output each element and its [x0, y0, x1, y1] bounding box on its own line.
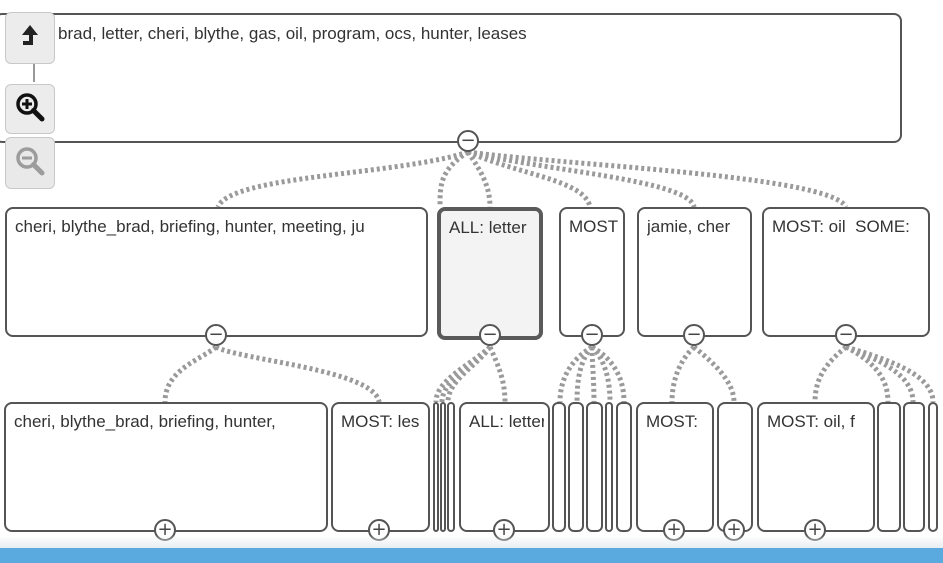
link [844, 344, 891, 403]
node-label: cheri, blythe_brad, briefing, hunter, [14, 412, 276, 431]
link [590, 344, 627, 403]
bottom-fade [0, 535, 943, 548]
tree-node[interactable]: MOST: les [331, 402, 430, 532]
collapse-toggle[interactable]: − [457, 130, 479, 152]
node-label: MOST: oil, f [767, 412, 855, 431]
link [162, 345, 218, 403]
node-label: ALL: letter [449, 218, 527, 237]
tree-node[interactable]: cheri, blythe_brad, briefing, hunter, me… [5, 207, 428, 337]
link [845, 344, 936, 403]
tree-node[interactable]: MOST [559, 207, 625, 337]
tree-node-collapsed[interactable] [903, 402, 925, 532]
tree-node-collapsed[interactable] [605, 402, 613, 532]
tree-node-collapsed[interactable] [616, 402, 632, 532]
link [692, 345, 737, 403]
node-label: MOST [569, 217, 619, 236]
tree-node[interactable]: cheri, blythe_brad, briefing, hunter, [4, 402, 328, 532]
tree-node[interactable]: ALL: letter [459, 402, 550, 532]
node-label: brad, letter, cheri, blythe, gas, oil, p… [58, 24, 527, 43]
arrow-up-icon [19, 23, 41, 54]
tree-node[interactable]: MOST: [636, 402, 714, 532]
tree-node-collapsed[interactable] [586, 402, 603, 532]
node-label: MOST: oil SOME: [772, 217, 910, 236]
link [487, 345, 508, 403]
link [812, 345, 848, 403]
tree-node-collapsed[interactable] [877, 402, 901, 532]
link [589, 346, 597, 403]
node-label: ALL: letter [469, 412, 544, 431]
link [467, 149, 697, 209]
tree-node-collapsed[interactable] [440, 402, 446, 532]
link [466, 149, 593, 208]
collapse-toggle[interactable]: − [581, 324, 603, 346]
link [669, 345, 696, 403]
tree-node-root[interactable]: brad, letter, cheri, blythe, gas, oil, p… [0, 13, 902, 143]
tree-node-collapsed[interactable] [433, 402, 439, 532]
toolbar-connector [33, 64, 35, 82]
zoom-in-button[interactable] [5, 84, 55, 134]
collapse-toggle[interactable]: − [205, 324, 227, 346]
tree-node-collapsed[interactable] [552, 402, 566, 532]
link [215, 149, 469, 209]
bottom-accent-bar [0, 548, 943, 563]
node-label: cheri, blythe_brad, briefing, hunter, me… [15, 217, 365, 236]
link [445, 345, 493, 403]
zoom-in-icon [15, 92, 45, 127]
tree-node[interactable]: MOST: oil SOME: [762, 207, 930, 337]
collapse-toggle[interactable]: − [683, 324, 705, 346]
tree-node-collapsed[interactable] [447, 402, 455, 532]
collapse-toggle[interactable]: − [479, 324, 501, 346]
link [467, 149, 849, 209]
tree-node-collapsed[interactable] [928, 402, 938, 532]
link [214, 344, 382, 403]
node-label: MOST: [646, 412, 698, 431]
collapse-toggle[interactable]: − [835, 324, 857, 346]
zoom-out-button[interactable] [5, 137, 55, 189]
go-up-button[interactable] [5, 12, 55, 64]
tree-node[interactable]: MOST: oil, f [757, 402, 875, 532]
node-label: jamie, cher [647, 217, 731, 236]
zoom-out-icon [15, 146, 45, 181]
tree-node[interactable] [717, 402, 753, 532]
link [465, 150, 493, 208]
node-label: MOST: les [341, 412, 420, 431]
tree-node-selected[interactable]: ALL: letter [437, 207, 543, 340]
tree-node-collapsed[interactable] [568, 402, 584, 532]
link [437, 149, 470, 208]
tree-node[interactable]: jamie, cher [637, 207, 752, 337]
